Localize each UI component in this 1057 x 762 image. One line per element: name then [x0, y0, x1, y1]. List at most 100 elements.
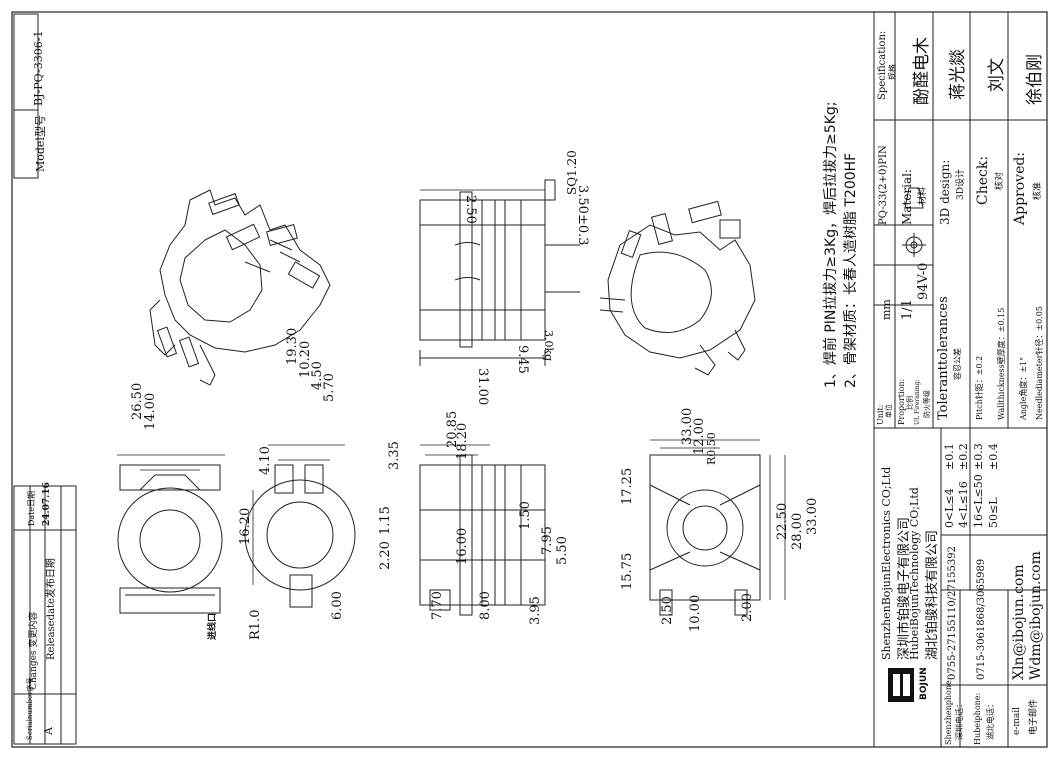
dim-22-50: 22.50 — [775, 502, 790, 540]
proportion-value: 1/1 — [900, 299, 915, 320]
tol-row-1-range: 0<L≤4 — [943, 488, 956, 528]
title-block — [873, 11, 1048, 748]
spec-value: PQ-33(2+0)PIN — [878, 145, 889, 225]
dim-r1-0: R1.0 — [248, 609, 263, 640]
projection-symbol — [902, 187, 926, 257]
approved-value: 徐伯刚 — [1025, 54, 1045, 105]
dim-17-25: 17.25 — [620, 467, 635, 505]
unit-value: mm — [880, 299, 893, 320]
tol-cn: 容忍公差 — [953, 348, 962, 380]
plan-view-3 — [649, 454, 761, 616]
dim-7-95: 7.95 — [540, 526, 555, 555]
iso-view-left — [149, 189, 331, 386]
phone-sz-cn: 深圳电话： — [955, 700, 964, 740]
dim-tag-pin: 进线口 — [208, 612, 218, 640]
plan-view-2 — [244, 464, 356, 608]
logo-text: BOJUN — [919, 667, 929, 700]
ul-value: 94V-0 — [916, 262, 931, 300]
ul-label: UL Fireraning: — [914, 379, 921, 425]
dim-18-20: 18.20 — [455, 422, 470, 460]
dim-2-00: 2.00 — [740, 593, 755, 622]
change-row-content: Releasedate发布日期 — [46, 558, 57, 660]
material-label: Material: — [900, 169, 914, 225]
approved-label-cn: 核准 — [1033, 181, 1043, 200]
design-label: 3D design: — [938, 159, 952, 225]
change-header-content: Changes 变更内容 — [29, 611, 39, 690]
email-cn: 电子邮件 — [1029, 698, 1039, 735]
wall-note: Wallthickness壁厚度：±0.15 — [997, 307, 1006, 420]
dim-r0-50: R0.50 — [705, 432, 718, 465]
tol-row-1-val: ±0.1 — [943, 443, 956, 470]
change-row-date: 24.07.16 — [42, 482, 52, 526]
dimension-lines — [117, 189, 786, 600]
dim-7-70: 7.70 — [430, 591, 445, 620]
dim-9-45: 9.45 — [515, 345, 530, 374]
company-en-2: HubeiBojunTechnology CO;Ltd — [908, 487, 921, 660]
dim-8-00: 8.00 — [478, 591, 493, 620]
phone-sz: 0755-27155110/27155392 — [947, 546, 958, 680]
check-label: Check: — [975, 155, 991, 205]
phone-hb-label: Hubeiphone: — [973, 692, 982, 745]
note-1: 1、焊前 PIN拉拔力≥3Kg，焊后拉拔力≥5Kg; — [823, 101, 839, 388]
model-box — [13, 13, 39, 179]
note-2: 2、骨架材质：长春人造树脂 T200HF — [843, 152, 859, 388]
side-view-top — [419, 179, 580, 366]
dim-1-50: 1.50 — [518, 501, 533, 530]
tol-row-2-range: 4<L≤16 — [957, 481, 970, 528]
plan-view-1 — [117, 464, 223, 614]
email-label: e-mail — [1012, 706, 1022, 735]
dim-14-00: 14.00 — [143, 392, 158, 430]
tol-row-3-val: ±0.3 — [972, 443, 985, 470]
dim-16-20: 16.20 — [238, 507, 253, 545]
dim-5-50: 5.50 — [555, 536, 570, 565]
phone-sz-label: Shenzhenphone: — [944, 677, 953, 745]
dim-2-50-bottom: 2.50 — [660, 596, 675, 625]
dim-3-95: 3.95 — [528, 596, 543, 625]
phone-hb: 0715-3061868/3065989 — [976, 558, 987, 680]
change-row-serial: A — [42, 727, 55, 735]
change-header-date: Date日期 — [27, 490, 36, 526]
dim-33-00-side: 33.00 — [805, 497, 820, 535]
needle-note: Needlediameter针径：±0.05 — [1035, 306, 1044, 420]
company-cn-2: 湖北铂骏科技有限公司 — [925, 529, 940, 660]
company-en-1: ShenzhenBojunElectronics CO;Ltd — [880, 466, 893, 660]
material-value: 酚醛电木 — [912, 37, 932, 105]
design-value: 蒋光燚 — [948, 49, 968, 100]
dim-16-00: 16.00 — [455, 527, 470, 565]
dim-1-15: 1.15 — [378, 506, 393, 535]
tol-row-4-val: ±0.4 — [987, 443, 1000, 470]
dim-sq1-20: SQ1.20 — [565, 150, 579, 195]
model-value: BJ-PQ-3306-1 — [32, 30, 45, 106]
dim-4-10: 4.10 — [258, 446, 273, 475]
model-label: Model型号 — [34, 115, 47, 172]
bojun-logo — [888, 668, 914, 702]
tol-row-3-range: 16<L≤50 — [972, 474, 985, 528]
pitch-note: Pitch针距：±0.2 — [975, 355, 984, 420]
change-table — [13, 485, 77, 745]
tol-row-2-val: ±0.2 — [957, 443, 970, 470]
dim-3kg: 3.0kg — [542, 330, 555, 362]
check-value: 刘文 — [987, 58, 1007, 92]
dim-5-70: 5.70 — [322, 373, 337, 402]
tol-title: Toleranttolerances — [936, 296, 951, 420]
email-1: Xln@ibojun.com — [1011, 564, 1027, 680]
approved-label: Approved: — [1012, 151, 1028, 225]
email-2: Wdm@ibojun.com — [1028, 551, 1044, 680]
angle-note: Angle角度：±1° — [1019, 356, 1028, 420]
design-label-cn: 3D设计 — [956, 169, 966, 200]
check-label-cn: 核对 — [995, 171, 1005, 190]
spec-label-cn: 规格 — [888, 64, 897, 80]
dim-10-00: 10.00 — [688, 594, 703, 632]
material-label-cn: 材料 — [918, 186, 928, 205]
dim-6-00: 6.00 — [330, 591, 345, 620]
phone-hb-cn: 湖北电话： — [986, 700, 995, 740]
dim-2-20: 2.20 — [378, 541, 393, 570]
dim-28-00: 28.00 — [790, 512, 805, 550]
dim-2-50-top: 2.50 — [463, 195, 478, 224]
dim-3-35: 3.35 — [387, 441, 402, 470]
dim-31-00: 31.00 — [475, 368, 490, 406]
unit-cn: 单位 — [885, 404, 893, 418]
dim-15-75: 15.75 — [620, 552, 635, 590]
